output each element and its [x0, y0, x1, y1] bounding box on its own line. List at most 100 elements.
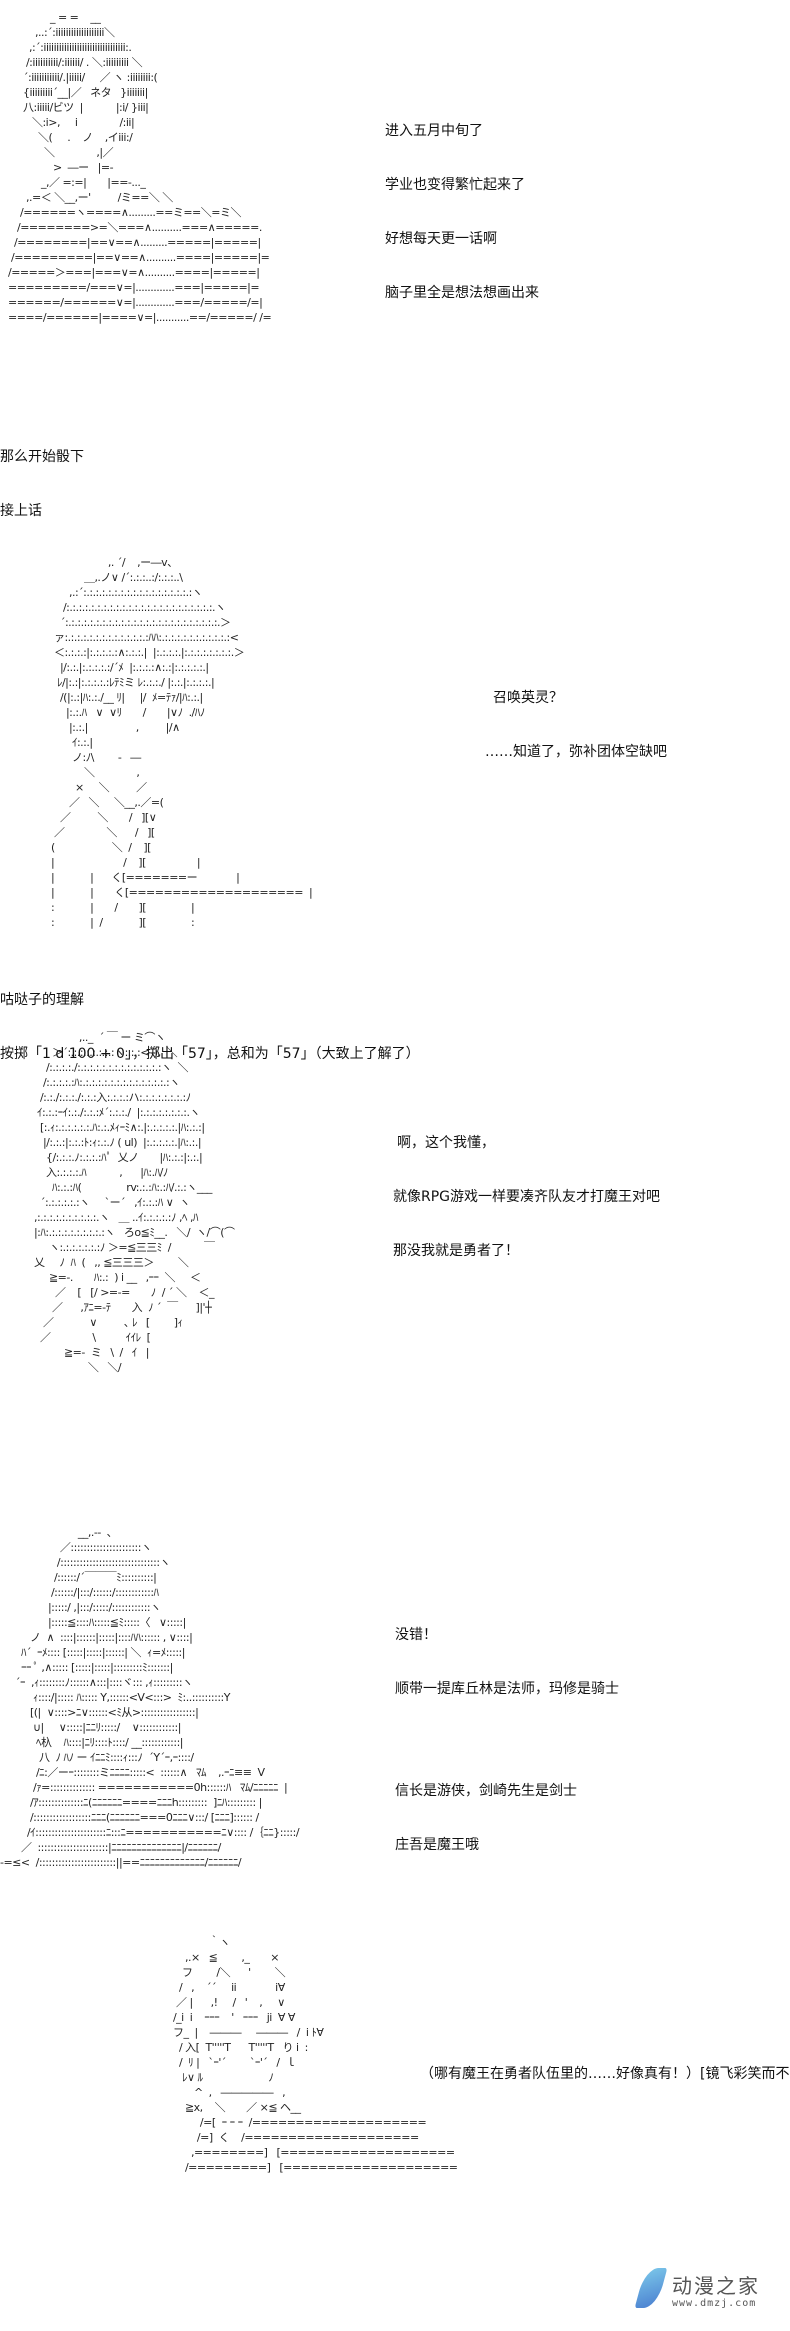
- ascii-art-line: ／ [ [/ >=-= ﾉ / ´ ＼ ＜_: [10, 1286, 215, 1299]
- ascii-art-line: ノ ∧ ::::|::::::|:::::|::::ﾊﾊ:::::: , ∨::…: [0, 1631, 193, 1644]
- watermark-name: 动漫之家: [672, 2274, 760, 2298]
- ascii-art-line: × ＼ ／: [30, 781, 147, 794]
- ascii-art-line: ＼:i>, i /:ii|: [8, 116, 135, 129]
- panel-1-caption: 那么开始骰下 接上话: [0, 412, 84, 538]
- ascii-art-line: ァ:.:.:.:.:.:.:.:.:.:.:.:.:.:ﾊﾊ:.:.:.:.:.…: [30, 631, 239, 644]
- ascii-art-line: : | / ][ |: [30, 901, 195, 914]
- ascii-art-line: ,.._ ´ ￣ ー ミ⌒ヽ: [10, 1031, 166, 1044]
- ascii-art-line: /::::::/|:::/::::::/::::::::::::ﾊ: [0, 1586, 159, 1599]
- panel-2-ascii-art: ,. ´/ ,ー―v、 ＿,.ノ∨ /´:.:.:..:/:.:.:..\ ,.…: [30, 555, 313, 930]
- dialogue-line: 顺带一提库丘林是法师，玛修是骑士: [395, 1681, 619, 1697]
- ascii-art-line: ／::::::::::::::::::::::ヽ: [0, 1541, 152, 1554]
- caption-line: 咕哒子的理解: [0, 992, 84, 1008]
- ascii-art-line: / 入[ T'''''T T'''''T り i :: [140, 2041, 308, 2054]
- ascii-art-line: /ｱ::::::::::::::ﾆ(ﾆﾆﾆﾆﾆﾆ====ﾆﾆﾆh::::::::…: [0, 1796, 262, 1809]
- caption-line: 那么开始骰下: [0, 449, 84, 465]
- ascii-art-line: ^ , ――――― ,: [140, 2086, 286, 2099]
- ascii-art-line: ｰｰ ﾟ ,∧::::: [:::::|:::::|:::::::::ﾐ::::…: [0, 1661, 173, 1674]
- ascii-art-line: {iiiiiiiii´__|／ ネタ }iiiiiii|: [8, 86, 148, 99]
- ascii-art-line: /=] く /====================: [140, 2131, 419, 2144]
- caption-line: 接上话: [0, 503, 42, 519]
- ascii-art-line: |:::::≦::::ﾊ:::::≦ﾐ:::::〈 ∨:::::|: [0, 1616, 186, 1629]
- ascii-art-line: _,／ =:=| |==-..._: [8, 176, 146, 189]
- caption-line: 按掷「1 d 100 + 0」，掷出「57」，总和为「57」（大致上了解了）: [0, 1046, 420, 1062]
- ascii-art-line: ´ｰ ,ｨ::::::::ﾉ::::::∧:::|::::ヾ::: ,ｨ::::…: [0, 1676, 193, 1689]
- ascii-art-line: ／ ::::::::::::::::::::::|ﾆﾆﾆﾆﾆﾆﾆﾆﾆﾆﾆﾆﾆﾆ|…: [0, 1841, 221, 1854]
- ascii-art-line: /========|==∨==∧.........=====|=====|: [8, 236, 261, 249]
- ascii-art-line: /ﾆ:／ーｰ::::::::ミﾆﾆﾆﾆ:::::< ::::::∧ ﾏﾑ ,.ｰ…: [0, 1766, 265, 1779]
- ascii-art-line: /(|:.:|ﾊ:.:./__ ﾘ| |/ ﾒ=ﾃｧ/|ﾊ:.:.|: [30, 691, 203, 704]
- dialogue-line: 没错！: [395, 1627, 437, 1643]
- ascii-art-line: |:ﾊ:.:.:.:.:.:.:.:.:.:ヽ ろo≦ﾐ__. ＼/ ヽ/⌒(⌒: [10, 1226, 235, 1239]
- ascii-art-line: ／ ＼ ＼__,.／=(: [30, 796, 164, 809]
- dialogue-line: 庄吾是魔王哦: [395, 1837, 479, 1853]
- ascii-art-line: |:.:.ﾊ ∨ ∨ﾘ / |∨ﾉ ./ﾊﾉ: [30, 706, 205, 719]
- ascii-art-line: /_i i ｰｰｰ ' ｰｰｰ ji ∀ ∀: [140, 2011, 295, 2024]
- ascii-art-line: ´:.:.:.:.:.:ヽ `ー´ ,ｲ:.:.:ﾊ ∨ ヽ: [10, 1196, 190, 1209]
- watermark-url: www.dmzj.com: [672, 2298, 757, 2309]
- ascii-art-line: 八 ﾉ ﾊﾉ ー ｲﾆﾆﾐ::::ｨ:::ﾉ ´Y´ｰ,ｰ::::/: [0, 1751, 194, 1764]
- ascii-art-line: _ = = __: [8, 11, 101, 24]
- ascii-art-line: ,. ´/ ,ー―v、: [30, 556, 178, 569]
- ascii-art-line: /=====＞===|===∨=∧..........====|=====|: [8, 266, 260, 279]
- leaf-logo-icon: [634, 2268, 668, 2308]
- ascii-art-line: ( ＼ / ][: [30, 841, 152, 854]
- panel-3-dialogue: 啊，这个我懂， 就像RPG游戏一样要凑齐队友才打魔王对吧 那没我就是勇者了！: [393, 1098, 660, 1278]
- panel-4-dialogue: 没错！ 顺带一提库丘林是法师，玛修是骑士 信长是游侠，剑崎先生是剑士 庄吾是魔王…: [395, 1590, 619, 1872]
- ascii-art-line: ／ ＼ / ][∨: [30, 811, 157, 824]
- ascii-art-line: /:.:.:.:./:.:.:.:.:.:.:.:.:.:.:.:.:.:ヽ ＼: [10, 1061, 189, 1074]
- ascii-art-line: /=[ ｰ ｰ ｰ /====================: [140, 2116, 427, 2129]
- dialogue-line: （哪有魔王在勇者队伍里的……好像真有！）[镜飞彩笑而不语: [420, 2066, 790, 2082]
- dialogue-line: 就像RPG游戏一样要凑齐队友才打魔王对吧: [393, 1189, 661, 1205]
- dialogue-line: 信长是游侠，剑崎先生是剑士: [395, 1783, 577, 1799]
- ascii-art-line: / ﾘ | `ｰ'´ `ｰ'´ / ｌ: [140, 2056, 297, 2069]
- ascii-art-line: /=========|==∨==∧..........====|=====|=: [8, 251, 270, 264]
- ascii-art-line: /========>=＼===∧..........===∧=====.: [8, 221, 262, 234]
- ascii-art-line: ======/======∨=|.............===/=====/=…: [8, 296, 263, 309]
- ascii-art-line: /ｧ=:::::::::::::: ===========0h::::::ﾊ ﾏ…: [0, 1781, 288, 1794]
- ascii-art-line: ／ ,ｱﾆ=-ﾃ 入 ﾉ ´ ￣ ]|'┼: [10, 1301, 212, 1314]
- dialogue-line: ……知道了，弥补团体空缺吧: [485, 744, 667, 760]
- ascii-art-line: ﾚ∨ ﾙ ﾉ: [140, 2071, 274, 2084]
- ascii-art-line: ／ ＼ / ][: [30, 826, 155, 839]
- ascii-art-line: /:iiiiiiiiii/:iiiiii/ . ＼:iiiiiiiii ＼: [8, 56, 143, 69]
- ascii-art-line: =========/===∨=|.............===|=====|=: [8, 281, 260, 294]
- dialogue-line: [395, 1734, 619, 1746]
- ascii-art-line: /:::::::::::::::::::::::::::::::ヽ: [0, 1556, 171, 1569]
- ascii-art-line: ヽ:.:.:.:.:.:.:ﾉ ＞=≦三三ﾐ / ￣: [10, 1241, 215, 1254]
- ascii-art-line: ＿,.ノ∨ /´:.:.:..:/:.:.:..\: [30, 571, 183, 584]
- ascii-art-line: ´:.:.:.:.:.:.:.:.:.:.:.:.:.:.:.:.:.:.:.:…: [30, 616, 231, 629]
- ascii-art-line: [(| ∨::::>ﾆ∨::::::<ﾐ从>:::::::::::::::::|: [0, 1706, 199, 1719]
- panel-2-caption: 咕哒子的理解 按掷「1 d 100 + 0」，掷出「57」，总和为「57」（大致…: [0, 955, 420, 1081]
- ascii-art-line: ﾍ杁 ﾊ::::|ﾆﾘ::::ﾄ::::/ __::::::::::::|: [0, 1736, 184, 1749]
- ascii-art-line: |/:.:.:|:.:.:ﾄ:ｨ:.:.ﾉ ( ul) |:.:.:.:.:.|…: [10, 1136, 202, 1149]
- panel-4-ascii-art: __,.-- ､ ／::::::::::::::::::::::ヽ /:::::…: [0, 1525, 300, 1870]
- ascii-art-line: ＼ ＼/: [10, 1361, 122, 1374]
- dmzj-watermark: 动漫之家 www.dmzj.com: [634, 2268, 790, 2323]
- ascii-art-line: ,..:´:iiiiiiiiiiiiiiiiiii＼: [8, 26, 115, 39]
- dialogue-line: 学业也变得繁忙起来了: [385, 177, 525, 193]
- dialogue-line: 脑子里全是想法想画出来: [385, 285, 539, 301]
- panel-5-ascii-art: ｀ヽ ,.× ≦ ,_ × フ /＼ ' ＼ / , ´´ ii i∀ ／ | …: [140, 1935, 458, 2175]
- ascii-art-line: ,:.:.:.:.:.:.:.:.:.:.ヽ ＿ ..ｲ:.:.:.:.:ﾉ ,…: [10, 1211, 199, 1224]
- ascii-art-line: /::::::::::::::::::ﾆﾆﾆ(ﾆﾆﾆﾆﾆﾆ===0ﾆﾆﾆ∨:::…: [0, 1811, 259, 1824]
- ascii-art-line: ,.=＜ ＼__,ー' /ミ==＼ ＼: [8, 191, 173, 204]
- ascii-art-line: / , ´´ ii i∀: [140, 1981, 285, 1994]
- ascii-art-line: ＞´:.:.:.:.:.:.:.:ヽ:.:.:<`), ＼: [10, 1046, 178, 1059]
- ascii-art-line: ≧=- ミ \ / ｲ |: [10, 1346, 149, 1359]
- ascii-art-line: /=========] [====================: [140, 2161, 458, 2174]
- dialogue-line: 召唤英灵？: [493, 690, 563, 706]
- ascii-art-line: フ /＼ ' ＼: [140, 1966, 286, 1979]
- ascii-art-line: [:.ｨ:.:.:.:.:.:.ﾊ:.:.ﾒｨｰﾐ∧:.|:.:.:.:.:.|…: [10, 1121, 205, 1134]
- ascii-art-line: ´:iiiiiiiiiii/.|iiiii/ ／ ヽ :iiiiiiii:(: [8, 71, 158, 84]
- ascii-art-line: 八:iiiii/ビツ | |:i/ }iii|: [8, 101, 149, 114]
- dialogue-line: 啊，这个我懂，: [397, 1135, 495, 1151]
- ascii-art-line: ＼( . ノ ,イiii:/: [8, 131, 133, 144]
- ascii-art-line: /:.:./:.:.:./:.:.:入:.:.:.:ハ:.:.:.:.:.:.:…: [10, 1091, 191, 1104]
- ascii-art-line: ｲ:.:.:ｰｲ:.:./:.:.:ﾒ´:.:.:./ |:.:.:.:.:.:…: [10, 1106, 200, 1119]
- ascii-art-line: __,.-- ､: [0, 1526, 112, 1539]
- ascii-art-line: /:.:.:.:.:.:.:.:.:.:.:.:.:.:.:.:.:.:.:.:…: [30, 601, 226, 614]
- dialogue-line: 那没我就是勇者了！: [393, 1243, 519, 1259]
- ascii-art-line: ｀ヽ: [140, 1936, 231, 1949]
- ascii-art-line: ＜:.:.:.:|:.:.:.:.:∧:.:.:.| |:.:.:.:.|:.:…: [30, 646, 245, 659]
